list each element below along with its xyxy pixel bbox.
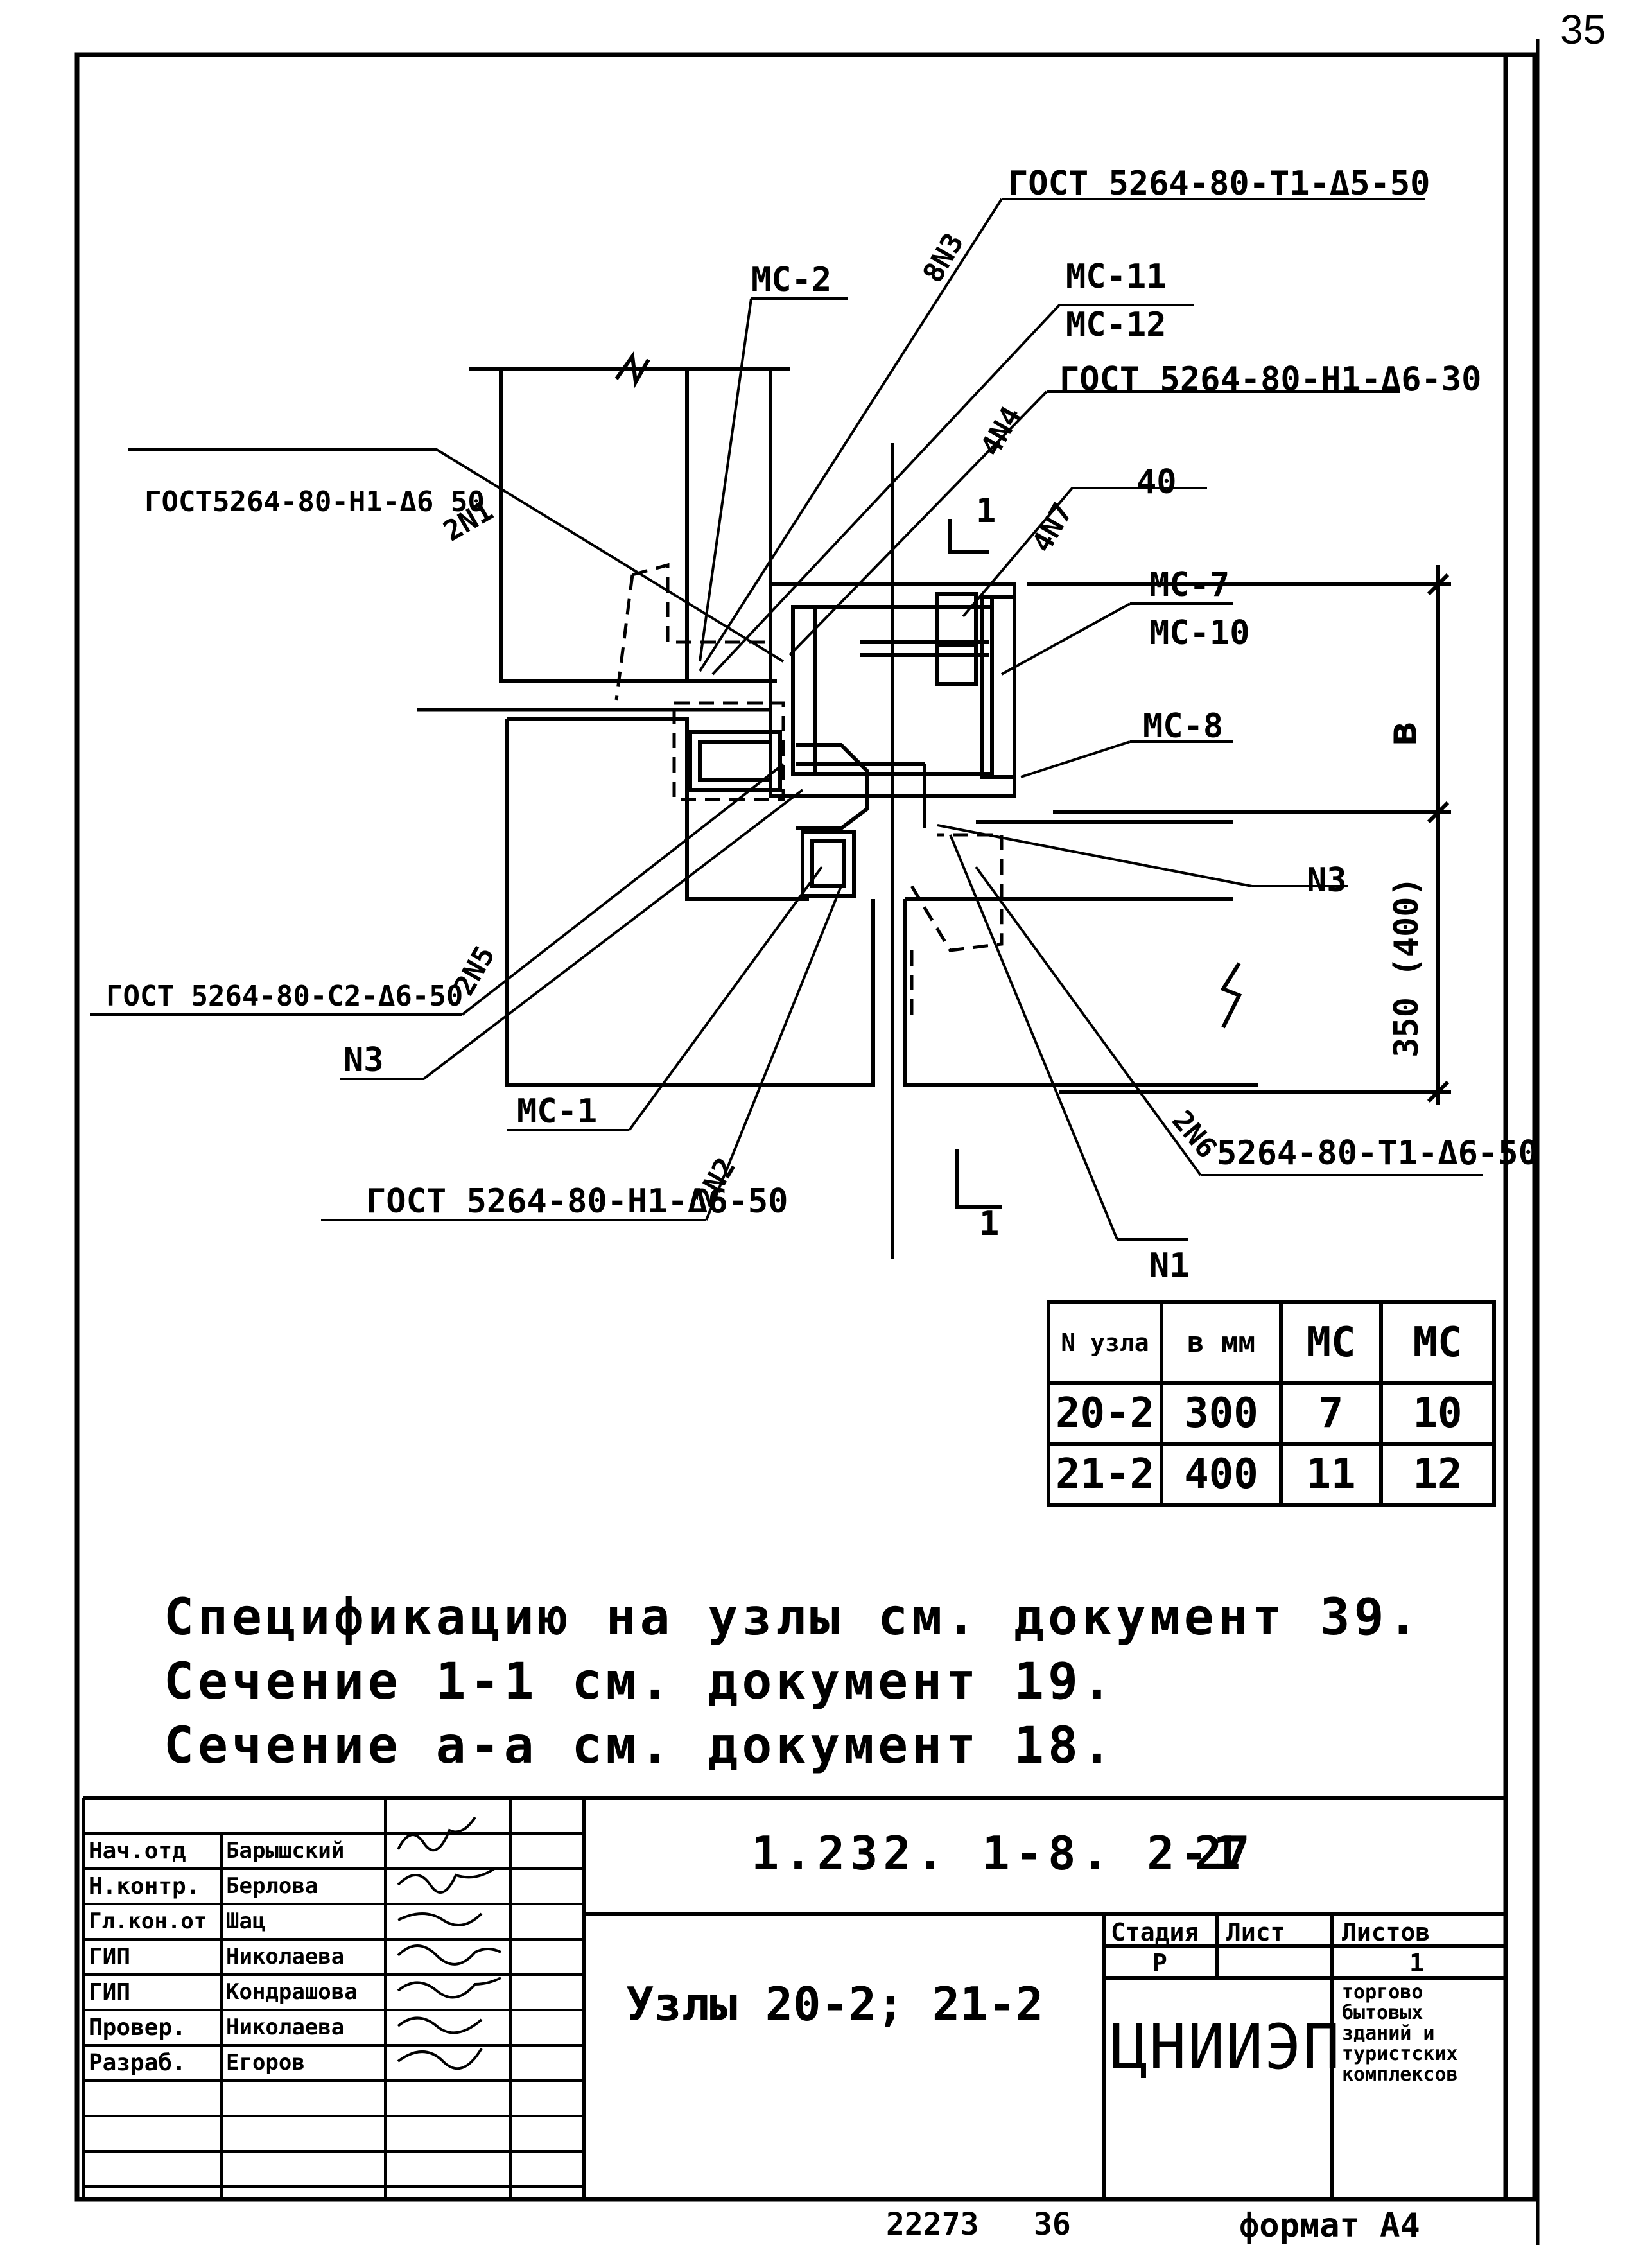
label-n3-left: N3 <box>343 1041 384 1079</box>
label-mc12: МС-12 <box>1066 306 1167 344</box>
label-gost-n1-50-bottom: ГОСТ 5264-80-Н1-Δ6-50 <box>366 1182 788 1221</box>
drawing-title: Узлы 20-2; 21-2 <box>626 1977 1044 2031</box>
label-section-1-bottom: 1 <box>979 1205 1000 1243</box>
table-header-cell: МС <box>1279 1300 1383 1385</box>
signer-name: Егоров <box>226 2050 305 2075</box>
signatures <box>397 1816 501 2070</box>
page-number: 35 <box>1560 6 1606 53</box>
label-mc10: МС-10 <box>1149 614 1250 652</box>
signer-name: Николаева <box>226 2014 345 2040</box>
label-mc2: МС-2 <box>751 261 832 299</box>
org-name-4: туристских <box>1342 2043 1458 2065</box>
signer-name: Берлова <box>226 1873 318 1899</box>
table-row: 21-2 400 11 12 <box>1047 1442 1496 1507</box>
org-name-3: зданий и <box>1342 2022 1435 2045</box>
label-section-1-top: 1 <box>976 492 996 530</box>
org-logo: ЦНИИЭП <box>1111 2011 1341 2083</box>
table-header-row: N узла в мм МС МС <box>1047 1300 1496 1385</box>
signer-name: Барышский <box>226 1838 345 1864</box>
org-name-5: комплексов <box>1342 2063 1458 2086</box>
archive-number: 22273 <box>886 2206 979 2242</box>
doc-code: 1.232. 1-8. 2-1 <box>751 1826 1246 1880</box>
label-gost-t1-50-right: 5264-80-Т1-Δ6-50 <box>1217 1134 1538 1173</box>
label-mc1: МС-1 <box>517 1092 598 1131</box>
sheets-label: Листов <box>1342 1918 1430 1946</box>
nodes-table: N узла в мм МС МС 20-2 300 7 10 21-2 400… <box>1047 1300 1496 1507</box>
stage-value: Р <box>1152 1949 1167 1977</box>
note-section-1-1: Сечение 1-1 см. документ 19. <box>164 1653 1116 1711</box>
signer-role: Разраб. <box>89 2050 186 2076</box>
sheets-value: 1 <box>1409 1949 1424 1977</box>
org-name-1: торгово <box>1342 1981 1423 2004</box>
label-gost-t1-50-top: ГОСТ 5264-80-Т1-Δ5-50 <box>1008 164 1430 203</box>
stage-label: Стадия <box>1111 1918 1199 1946</box>
table-cell: 20-2 <box>1047 1381 1163 1446</box>
table-header-cell: N узла <box>1047 1300 1163 1385</box>
table-header-cell: в мм <box>1160 1300 1283 1385</box>
table-cell: 12 <box>1379 1442 1496 1507</box>
table-cell: 7 <box>1279 1381 1383 1446</box>
table-row: 20-2 300 7 10 <box>1047 1381 1496 1446</box>
signer-role: Нач.отд <box>89 1838 186 1864</box>
signer-role: Н.контр. <box>89 1873 200 1900</box>
label-mc8: МС-8 <box>1143 707 1224 746</box>
doc-sheet-number: 27 <box>1194 1826 1250 1880</box>
sheet-label: Лист <box>1226 1918 1285 1946</box>
joint-detail-drawing <box>90 198 1483 1259</box>
table-cell: 21-2 <box>1047 1442 1163 1507</box>
signer-name: Кондрашова <box>226 1979 358 2005</box>
paper-format: формат А4 <box>1239 2206 1420 2245</box>
table-cell: 400 <box>1160 1442 1283 1507</box>
label-gost-n1-30: ГОСТ 5264-80-Н1-Δ6-30 <box>1059 360 1482 399</box>
label-n3-right: N3 <box>1307 861 1347 900</box>
label-gost-n1-50-left: ГОСТ5264-80-Н1-Δ6 50 <box>144 485 485 518</box>
label-n1: N1 <box>1149 1246 1190 1285</box>
copy-number: 36 <box>1034 2206 1071 2242</box>
signer-role: Провер. <box>89 2014 186 2041</box>
signer-role: Гл.кон.от <box>89 1909 207 1934</box>
label-mc11: МС-11 <box>1066 258 1167 296</box>
note-section-a-a: Сечение а-а см. документ 18. <box>164 1717 1116 1775</box>
label-dim-40: 40 <box>1136 463 1177 502</box>
label-gost-c2-50: ГОСТ 5264-80-С2-Δ6-50 <box>106 980 464 1013</box>
table-cell: 11 <box>1279 1442 1383 1507</box>
label-mc7: МС-7 <box>1149 566 1230 604</box>
org-name-2: бытовых <box>1342 2002 1423 2024</box>
note-specification: Спецификацию на узлы см. документ 39. <box>164 1589 1422 1647</box>
signer-role: ГИП <box>89 1979 131 2005</box>
table-header-cell: МС <box>1379 1300 1496 1385</box>
table-cell: 10 <box>1379 1381 1496 1446</box>
signer-name: Шац <box>226 1909 266 1934</box>
signer-name: Николаева <box>226 1944 345 1970</box>
table-cell: 300 <box>1160 1381 1283 1446</box>
signer-role: ГИП <box>89 1944 131 1970</box>
